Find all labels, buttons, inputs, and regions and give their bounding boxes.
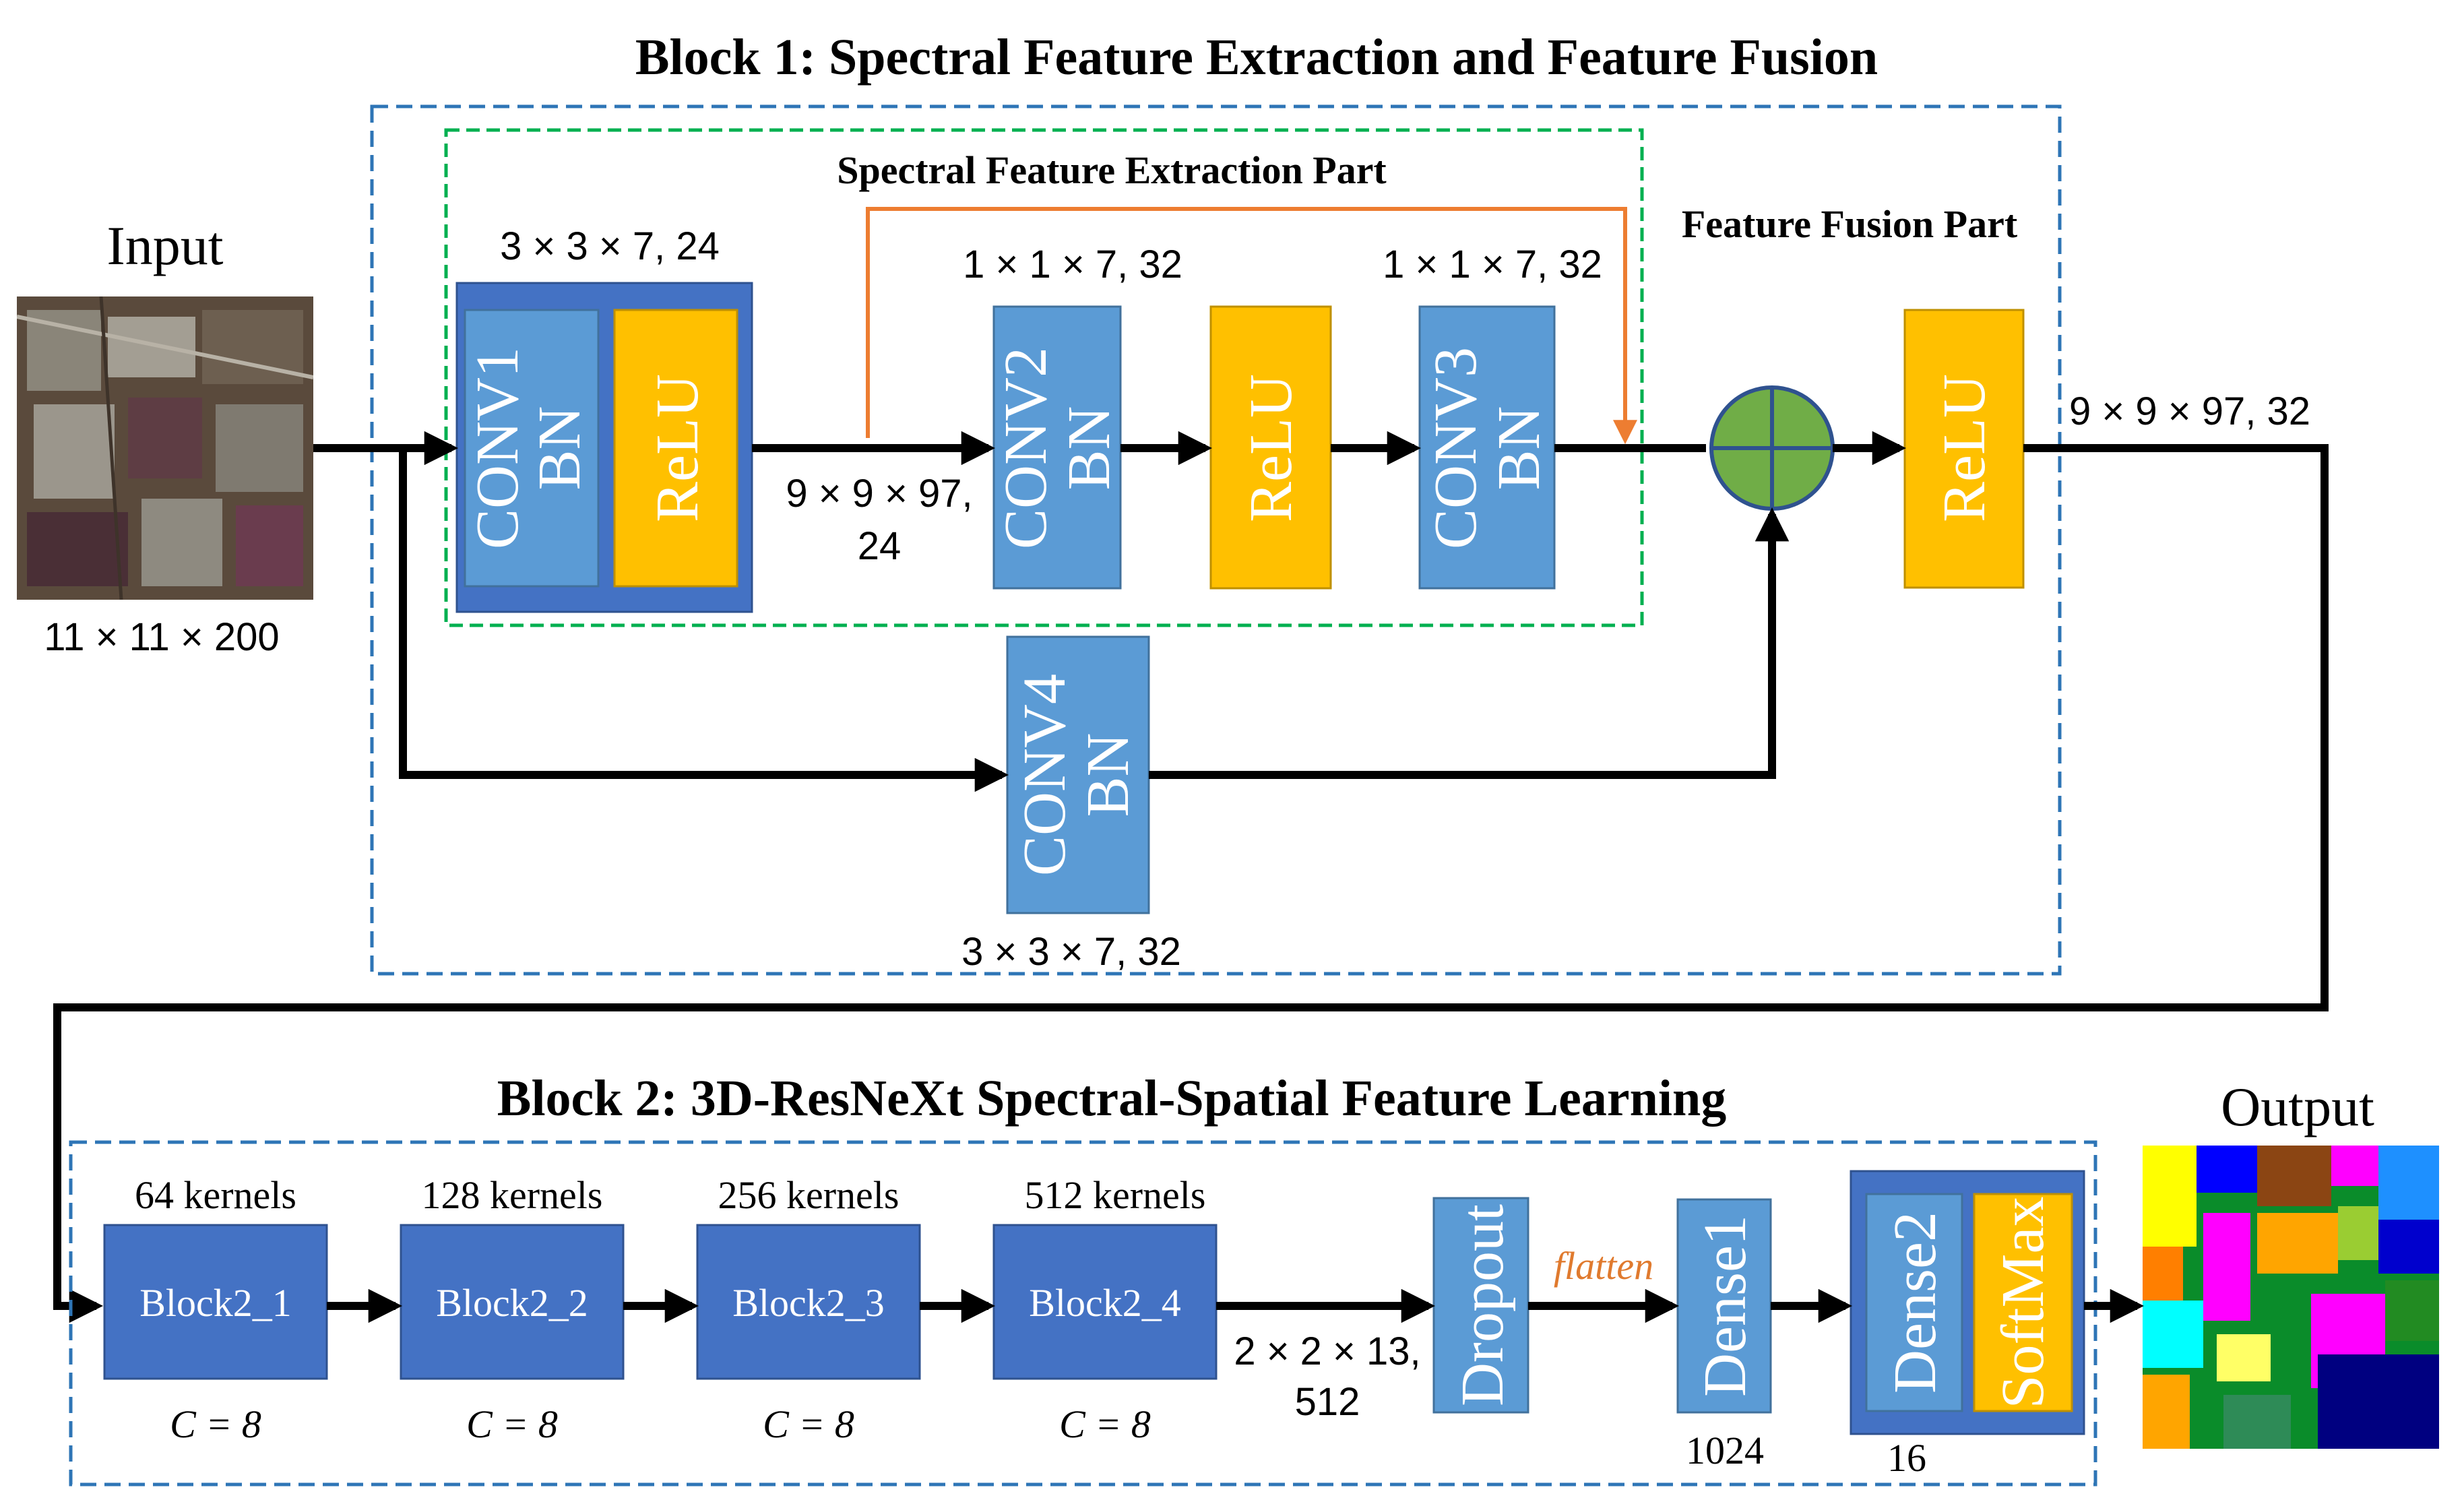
block2-4-cardinality: C = 8 [1059, 1402, 1151, 1446]
spectral-part-label: Spectral Feature Extraction Part [837, 148, 1387, 192]
feat-dim-line2: 512 [1295, 1380, 1360, 1424]
conv2-box [992, 305, 1122, 590]
conv4-bn: BN [1075, 732, 1141, 817]
block2-frame [69, 1140, 2097, 1487]
block2-3-label: Block2_3 [732, 1281, 885, 1325]
block2-2-kernels: 128 kernels [422, 1173, 603, 1217]
spectral-part-frame [444, 128, 1644, 627]
conv1-bn: BN [526, 406, 593, 490]
conv2-bn: BN [1056, 406, 1123, 490]
conv1-label: CONV1 [464, 347, 531, 549]
conv3-bn: BN [1486, 406, 1552, 490]
dense1-units: 1024 [1686, 1429, 1764, 1472]
conv2-dim: 1 × 1 × 7, 32 [963, 243, 1182, 286]
block2-4-box [992, 1224, 1218, 1380]
relu1-box [613, 309, 738, 588]
block2-title: Block 2: 3D-ResNeXt Spectral-Spatial Fea… [497, 1070, 1726, 1127]
mid-dim-line2: 24 [858, 524, 902, 568]
skip-connection-arrow [866, 207, 1637, 445]
softmax-box [1973, 1193, 2073, 1412]
output-map [2143, 1146, 2439, 1449]
block2-1-kernels: 64 kernels [135, 1173, 296, 1217]
conv2-label: CONV2 [992, 347, 1059, 549]
dense1-box [1676, 1198, 1772, 1414]
block2-4-kernels: 512 kernels [1025, 1173, 1206, 1217]
block2-3-box [696, 1224, 921, 1380]
conv4-dim: 3 × 3 × 7, 32 [961, 930, 1181, 974]
block1-frame [370, 104, 2062, 976]
block2-2-label: Block2_2 [436, 1281, 588, 1325]
block2-1-label: Block2_1 [139, 1281, 292, 1325]
input-image [17, 296, 313, 600]
fusion-part-label: Feature Fusion Part [1682, 202, 2018, 246]
block2-4-label: Block2_4 [1029, 1281, 1181, 1325]
input-label: Input [106, 215, 223, 276]
block2-1-box [103, 1224, 328, 1380]
conv3-label: CONV3 [1422, 347, 1489, 549]
block1-connectors [53, 431, 2329, 1323]
block1-title: Block 1: Spectral Feature Extraction and… [635, 29, 1878, 86]
softmax-label: SoftMax [1990, 1197, 2056, 1409]
output-label: Output [2221, 1076, 2374, 1137]
block2-3-cardinality: C = 8 [763, 1402, 854, 1446]
block2-3-kernels: 256 kernels [718, 1173, 899, 1217]
add-node [1709, 385, 1835, 511]
relu2-label: ReLU [1238, 374, 1304, 522]
dense2-units: 16 [1887, 1436, 1926, 1480]
conv3-dim: 1 × 1 × 7, 32 [1383, 243, 1602, 286]
block2-2-box [400, 1224, 625, 1380]
conv1-dim: 3 × 3 × 7, 24 [500, 224, 720, 268]
relu1-label: ReLU [644, 374, 711, 522]
conv1-box [464, 309, 600, 588]
block1-out-dim: 9 × 9 × 97, 32 [2069, 389, 2310, 433]
input-dim: 11 × 11 × 200 [44, 615, 279, 659]
block2-1-cardinality: C = 8 [170, 1402, 261, 1446]
feat-dim-line1: 2 × 2 × 13, [1234, 1329, 1420, 1373]
conv4-label: CONV4 [1011, 674, 1078, 876]
flatten-label: flatten [1554, 1244, 1653, 1288]
dense1-label: Dense1 [1692, 1215, 1759, 1397]
dense2-box [1865, 1193, 1963, 1412]
conv4-box [1006, 635, 1150, 914]
dense2-label: Dense2 [1882, 1212, 1949, 1394]
relu-out-label: ReLU [1931, 374, 1998, 522]
block2-2-cardinality: C = 8 [466, 1402, 558, 1446]
dropout-label: Dropout [1449, 1204, 1516, 1406]
mid-dim-line1: 9 × 9 × 97, [786, 472, 972, 515]
relu-out-box [1903, 309, 2025, 589]
